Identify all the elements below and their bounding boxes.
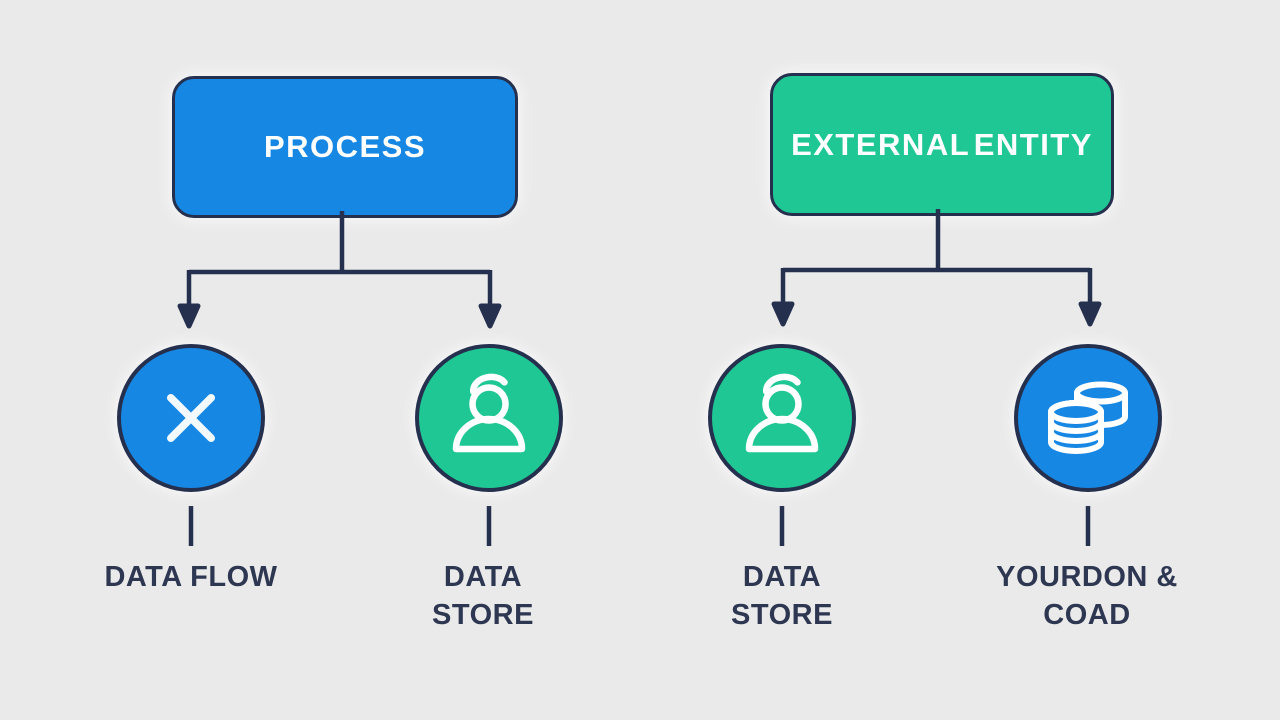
- data-store-node-left: [415, 344, 563, 492]
- label-line: YOURDON &: [996, 561, 1178, 593]
- data-store-label-left: DATA STORE: [343, 558, 623, 634]
- arrowhead-icon: [177, 303, 201, 329]
- label-line: DATA: [742, 561, 822, 593]
- external-entity-box: EXTERNAL ENTITY: [770, 73, 1114, 216]
- arrowhead-icon: [478, 303, 502, 329]
- label-line: DATA FLOW: [104, 561, 278, 593]
- label-line: COAD: [1043, 599, 1131, 631]
- data-flow-label: DATA FLOW: [51, 558, 331, 634]
- external-entity-box-label: EXTERNAL ENTITY: [791, 126, 1093, 162]
- label-line: STORE: [731, 599, 833, 631]
- process-box: PROCESS: [172, 76, 518, 218]
- data-store-node-right: [708, 344, 856, 492]
- label-line: STORE: [432, 599, 534, 631]
- label-tick-lines: [188, 506, 1091, 546]
- process-box-label: PROCESS: [263, 129, 427, 164]
- yourdon-coad-node: [1014, 344, 1162, 492]
- label-line: [51, 596, 331, 634]
- left-tree-connector: [186, 211, 493, 305]
- arrowhead-icon: [1078, 301, 1102, 327]
- data-flow-node: [117, 344, 265, 492]
- x-cross-icon: [167, 394, 215, 442]
- right-tree-connector: [780, 209, 1093, 303]
- arrowhead-icon: [771, 301, 795, 327]
- person-icon: [745, 373, 819, 453]
- database-icon: [1048, 381, 1128, 454]
- data-store-label-right: DATA STORE: [642, 558, 922, 634]
- person-icon: [452, 373, 526, 453]
- label-line: DATA: [443, 561, 523, 593]
- yourdon-coad-label: YOURDON & COAD: [947, 558, 1227, 634]
